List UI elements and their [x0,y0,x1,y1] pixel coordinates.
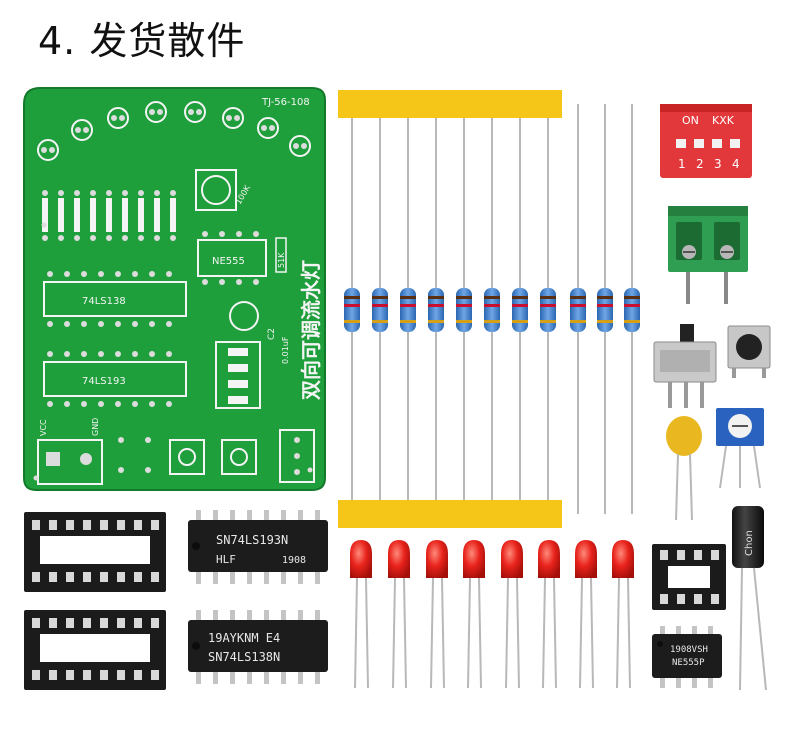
ic-socket-16pin-top [24,512,166,592]
slide-switch-part [653,324,717,408]
resistor-r9-value: 51K [277,252,286,268]
dip-switch-number-4: 4 [732,157,740,171]
dip-switch-brand-label: KXK [712,114,735,127]
ic-193-code: 1908 [282,555,306,566]
ic-74ls138-footprint: 74LS138 [43,271,187,327]
ic-193-line2: HLF [216,553,236,566]
ne555-footprint: NE555 51K [197,231,287,285]
ic-74ls193-label: 74LS193 [82,376,126,387]
led-footprints [37,101,311,161]
screw-terminal-part [668,206,748,304]
ne555-label: NE555 [212,256,245,267]
vcc-label: VCC [39,419,48,436]
ic-sn74ls193n: SN74LS193N HLF 1908 [188,510,328,584]
pcb-board: TJ-56-108 [23,87,326,491]
ic-555-line1: 1908VSH [670,645,708,655]
dip-switch-number-3: 3 [714,157,722,171]
cap-c2-label: C2 [267,328,277,340]
gnd-label: GND [91,418,100,436]
tactile-button-part [727,325,771,378]
ic-sn74ls138n: 19AYKNM E4 SN74LS138N [188,610,328,684]
ic-138-line1: 19AYKNM E4 [208,631,280,645]
led-row [350,540,634,689]
trim-pot-part [716,408,764,489]
cap-value-label: 0.01uF [281,336,290,364]
button-footprints [169,429,315,483]
ic-555-line2: NE555P [672,658,705,668]
ic-193-line1: SN74LS193N [216,533,288,547]
resistor-bundle [338,90,640,528]
ic-74ls193-footprint: 74LS193 [43,351,187,407]
pcb-board-title: 双向可调流水灯 [299,260,323,400]
ic-ne555p: 1908VSH NE555P [652,626,722,688]
page-title: 4. 发货散件 [38,19,246,63]
dip-switch-number-2: 2 [696,157,704,171]
dip-footprint [215,341,261,409]
electrolytic-brand-label: Chon [744,530,755,556]
dip-switch-part: ON KXK 1 2 3 4 [660,104,752,178]
cap-footprint [229,301,259,331]
dip-switch-on-label: ON [682,114,699,127]
dip-switch-number-1: 1 [678,157,686,171]
ic-socket-16pin-bottom [24,610,166,690]
ic-74ls138-label: 74LS138 [82,296,126,307]
ic-138-line2: SN74LS138N [208,650,280,664]
electrolytic-capacitor-part: Chon [732,506,767,691]
power-connector-footprint: VCC GND [37,418,103,485]
pcb-model-label: TJ-56-108 [261,97,310,108]
resistor-footprints [42,198,176,232]
ic-socket-8pin [652,544,726,610]
ceramic-capacitor-part [666,416,702,521]
